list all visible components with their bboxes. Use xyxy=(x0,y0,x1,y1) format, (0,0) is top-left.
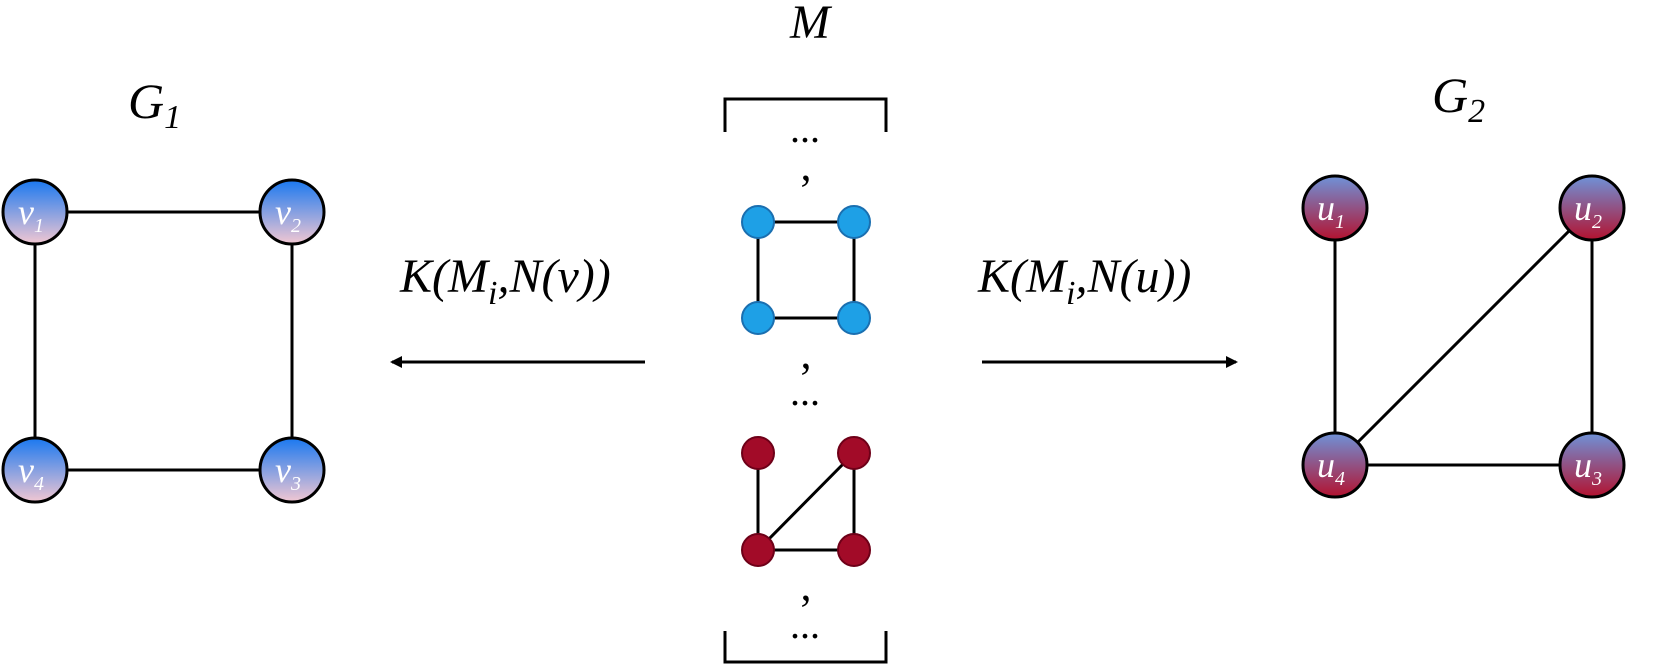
svg-text:u4: u4 xyxy=(1317,445,1345,490)
g1-node-v2: v2 xyxy=(258,178,326,246)
multiset-m: ... , , ... , ... xyxy=(723,97,888,664)
graph-g1: G1 v1 v2 v3 v4 xyxy=(1,73,326,504)
g2-node-u2: u2 xyxy=(1558,174,1626,242)
graph-g1-title: G1 xyxy=(128,73,181,136)
g1-node-v1: v1 xyxy=(1,178,69,246)
bottom-bracket xyxy=(723,631,888,664)
svg-text:u2: u2 xyxy=(1574,188,1602,233)
multiset-title: M xyxy=(789,0,833,49)
ellipsis-middle: ... xyxy=(790,369,820,414)
g2-node-u1: u1 xyxy=(1301,174,1369,242)
motif-blue-square xyxy=(741,205,871,335)
svg-text:u3: u3 xyxy=(1574,445,1602,490)
right-arrow-group: K(Mi,N(u)) xyxy=(977,250,1238,368)
svg-text:u1: u1 xyxy=(1317,188,1345,233)
top-bracket xyxy=(723,97,888,132)
left-kernel-label: K(Mi,N(v)) xyxy=(399,250,611,312)
comma-1: , xyxy=(801,141,812,190)
g1-node-v3: v3 xyxy=(258,436,326,504)
comma-2: , xyxy=(801,329,812,378)
right-kernel-label: K(Mi,N(u)) xyxy=(977,250,1191,312)
g1-node-v4: v4 xyxy=(1,436,69,504)
g2-node-u4: u4 xyxy=(1301,431,1369,499)
left-arrow-group: K(Mi,N(v)) xyxy=(390,250,645,368)
ellipsis-bottom: ... xyxy=(790,602,820,647)
svg-text:v1: v1 xyxy=(18,192,44,237)
motif-red-diagonal xyxy=(741,436,871,567)
svg-text:v3: v3 xyxy=(275,450,301,495)
graph-g2-title: G2 xyxy=(1432,67,1485,130)
svg-text:v2: v2 xyxy=(275,192,301,237)
ellipsis-top: ... xyxy=(790,106,820,151)
graph-g2: G2 u1 u2 u3 u4 xyxy=(1301,67,1626,499)
svg-text:v4: v4 xyxy=(18,450,44,495)
g2-edge-u4-u2 xyxy=(1333,206,1594,467)
comma-3: , xyxy=(801,561,812,610)
g2-node-u3: u3 xyxy=(1558,431,1626,499)
